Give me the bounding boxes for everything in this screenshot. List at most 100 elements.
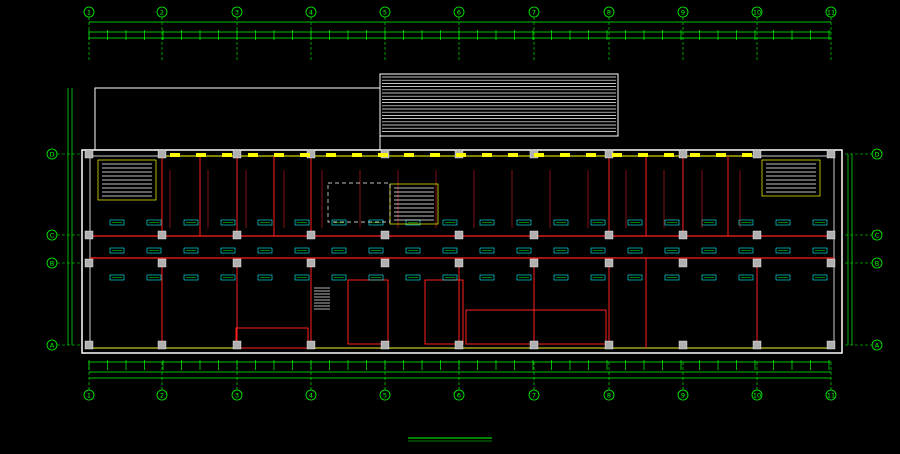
grid-label-top: 9 bbox=[681, 9, 685, 17]
light-fixture bbox=[738, 219, 754, 226]
light-fixture bbox=[553, 219, 569, 226]
grid-label-top: 1 bbox=[87, 9, 91, 17]
grid-label-top: 10 bbox=[753, 9, 761, 17]
column bbox=[678, 230, 688, 240]
grid-label-bottom: 5 bbox=[383, 392, 387, 400]
column bbox=[826, 340, 836, 350]
grid-label-top: 4 bbox=[309, 9, 313, 17]
light-fixture bbox=[627, 274, 643, 281]
column bbox=[157, 340, 167, 350]
dimension-lines bbox=[67, 21, 853, 379]
column bbox=[306, 230, 316, 240]
light-fixture bbox=[257, 247, 273, 254]
light-fixture bbox=[479, 219, 495, 226]
light-fixture bbox=[442, 274, 458, 281]
grid-label-top: 11 bbox=[827, 9, 835, 17]
grid-bubble-bottom bbox=[83, 389, 95, 401]
light-fixture bbox=[775, 247, 791, 254]
column bbox=[232, 230, 242, 240]
grid-bubble-bottom bbox=[305, 389, 317, 401]
window bbox=[638, 153, 648, 157]
light-fixture bbox=[368, 247, 384, 254]
column bbox=[604, 230, 614, 240]
light-fixture bbox=[701, 247, 717, 254]
light-fixture bbox=[479, 247, 495, 254]
light-fixture bbox=[627, 247, 643, 254]
column bbox=[826, 258, 836, 268]
light-fixture bbox=[405, 274, 421, 281]
column bbox=[380, 230, 390, 240]
column bbox=[826, 230, 836, 240]
light-fixture bbox=[479, 274, 495, 281]
void-outline bbox=[327, 182, 391, 223]
light-fixture bbox=[257, 219, 273, 226]
light-fixture bbox=[183, 247, 199, 254]
window bbox=[586, 153, 596, 157]
column bbox=[454, 340, 464, 350]
window bbox=[612, 153, 622, 157]
window bbox=[274, 153, 284, 157]
grid-bubble-bottom bbox=[156, 389, 168, 401]
light-fixture bbox=[331, 274, 347, 281]
light-fixture bbox=[257, 274, 273, 281]
column bbox=[232, 340, 242, 350]
column bbox=[752, 340, 762, 350]
stairwells bbox=[97, 159, 821, 310]
grid-bubble-top bbox=[305, 6, 317, 18]
grid-bubble-bottom bbox=[379, 389, 391, 401]
light-fixture bbox=[516, 247, 532, 254]
grid-bubble-top bbox=[603, 6, 615, 18]
window bbox=[222, 153, 232, 157]
column bbox=[678, 149, 688, 159]
light-fixture bbox=[220, 219, 236, 226]
light-fixture bbox=[738, 247, 754, 254]
column bbox=[529, 340, 539, 350]
grid-bubble-bottom bbox=[231, 389, 243, 401]
column bbox=[678, 340, 688, 350]
column bbox=[604, 149, 614, 159]
light-fixture bbox=[368, 219, 384, 226]
column bbox=[157, 149, 167, 159]
window bbox=[742, 153, 752, 157]
window bbox=[456, 153, 466, 157]
grid-label-top: 2 bbox=[160, 9, 164, 17]
grid-label-right: C bbox=[875, 232, 880, 240]
light-fixture bbox=[442, 219, 458, 226]
light-fixture bbox=[516, 274, 532, 281]
grid-label-bottom: 3 bbox=[235, 392, 239, 400]
grid-label-top: 6 bbox=[457, 9, 461, 17]
column bbox=[157, 258, 167, 268]
light-fixture bbox=[627, 219, 643, 226]
light-fixture bbox=[590, 219, 606, 226]
light-fixture bbox=[701, 274, 717, 281]
light-fixture bbox=[109, 247, 125, 254]
window bbox=[378, 153, 388, 157]
grid-label-top: 5 bbox=[383, 9, 387, 17]
window bbox=[300, 153, 310, 157]
light-fixture bbox=[146, 219, 162, 226]
grid-bubble-left bbox=[46, 257, 58, 269]
light-fixture bbox=[738, 274, 754, 281]
grid-bubble-right bbox=[871, 257, 883, 269]
grid-bubble-left bbox=[46, 339, 58, 351]
window bbox=[430, 153, 440, 157]
grid-label-bottom: 7 bbox=[532, 392, 536, 400]
column bbox=[529, 258, 539, 268]
light-fixture bbox=[146, 274, 162, 281]
light-fixture bbox=[442, 247, 458, 254]
grid-bubble-top bbox=[379, 6, 391, 18]
grid-label-left: C bbox=[50, 232, 55, 240]
window bbox=[248, 153, 258, 157]
column bbox=[454, 258, 464, 268]
window bbox=[664, 153, 674, 157]
column bbox=[678, 258, 688, 268]
column bbox=[529, 230, 539, 240]
light-fixture bbox=[183, 219, 199, 226]
grid-bubble-left bbox=[46, 148, 58, 160]
column bbox=[306, 258, 316, 268]
window bbox=[560, 153, 570, 157]
